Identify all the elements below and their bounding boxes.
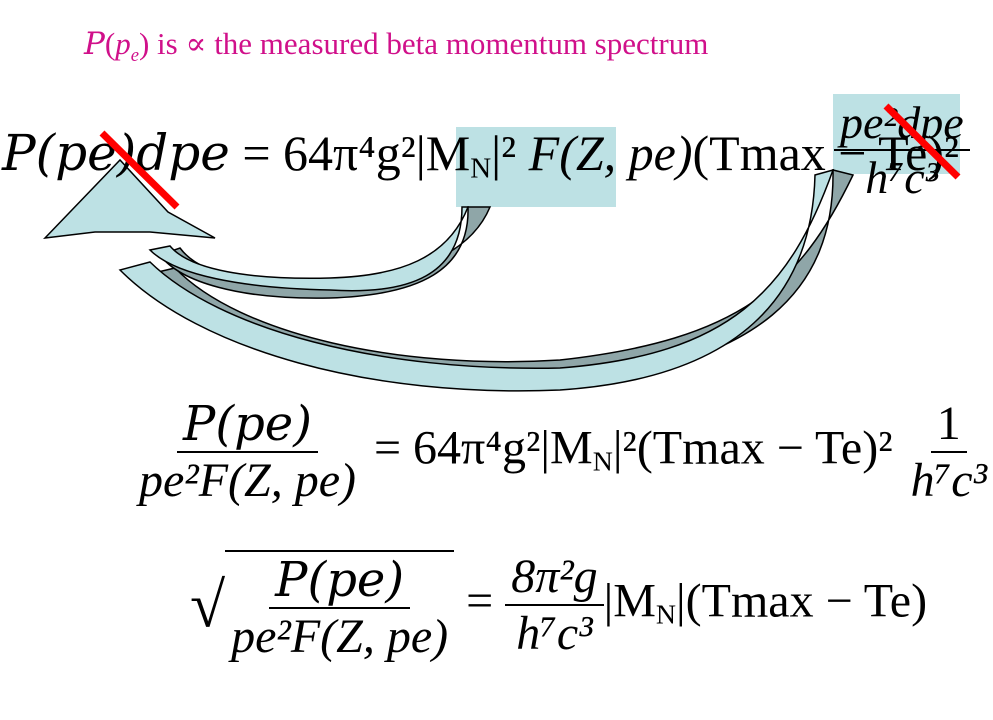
eq1-boxed-term: F(Z, pe) <box>528 125 693 181</box>
sqrt-sign: √ <box>190 569 226 641</box>
eq3-tail: |M <box>603 574 656 628</box>
eq1-mid-after: |² <box>491 125 517 181</box>
small-curved-arrow <box>148 206 470 292</box>
eq1-mid-sub: N <box>470 152 492 185</box>
fermi-function-highlight <box>456 127 616 207</box>
large-curved-arrow <box>118 168 835 392</box>
eq3-rhs-num: 8π²g <box>505 553 604 606</box>
eq3-tail-after: |(Tmax − Te) <box>676 574 928 628</box>
eq2-frac-num: 1 <box>930 400 967 453</box>
equation-1: P(pe)dpe = 64π⁴g²|MN|² F(Z, pe)(Tmax − T… <box>2 128 959 183</box>
eq1-lhs: P(pe)dpe <box>2 124 230 182</box>
eq1-frac-num: pe²dpe <box>834 100 970 151</box>
equation-3: √ P(pe) pe²F(Z, pe) = 8π²g h⁷c³ |MN|(Tma… <box>190 550 928 663</box>
eq1-mid: = 64π⁴g²|M <box>242 125 471 181</box>
slide-title: P(pe) is ∝ the measured beta momentum sp… <box>84 26 709 67</box>
eq1-phase-space-fraction: pe²dpe h⁷c³ <box>834 100 970 201</box>
title-sub-e: e <box>130 45 139 67</box>
eq2-frac-den: h⁷c³ <box>910 454 987 507</box>
eq2-rhs: = 64π⁴g²|M <box>373 421 593 475</box>
eq3-den: pe²F(Z, pe) <box>231 610 449 663</box>
eq2-num: P(pe) <box>177 400 318 453</box>
eq3-num: P(pe) <box>269 556 411 609</box>
eq3-rhs-den: h⁷c³ <box>516 607 593 660</box>
script-p-symbol: P <box>84 26 105 62</box>
equation-2: P(pe) pe²F(Z, pe) = 64π⁴g²|MN|²(Tmax − T… <box>133 400 993 505</box>
eq2-den: pe²F(Z, pe) <box>139 454 356 507</box>
eq2-rhs-after: |²(Tmax − Te)² <box>612 421 893 475</box>
title-p: p <box>115 26 131 61</box>
title-text: is ∝ the measured beta momentum spectrum <box>149 26 709 61</box>
eq1-frac-den: h⁷c³ <box>865 152 939 203</box>
